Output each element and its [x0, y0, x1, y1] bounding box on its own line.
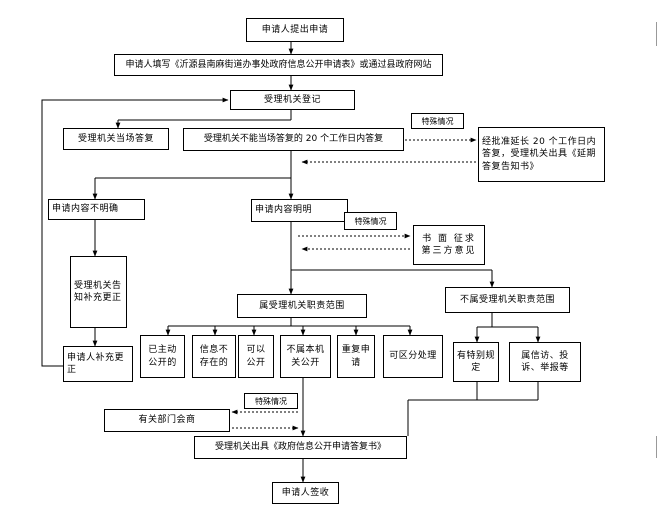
node-answer-20days: 受理机关不能当场答复的 20 个工作日内答复 — [183, 128, 404, 151]
node-published: 已主动公开的 — [140, 335, 185, 378]
node-apply: 申请人提出申请 — [246, 18, 344, 42]
node-register: 受理机关登记 — [230, 90, 355, 110]
node-third-party: 书 面 征求第三方意见 — [413, 225, 485, 265]
node-duplicate: 重复申请 — [337, 335, 375, 378]
note-special-case-extend: 特殊情况 — [411, 113, 464, 129]
note-special-case-consult: 特殊情况 — [244, 393, 298, 409]
node-can-publish: 可以公开 — [238, 335, 274, 378]
node-not-agency: 不属本机关公开 — [280, 335, 331, 378]
line-supplement-loop — [41, 97, 229, 367]
node-out-scope: 不属受理机关职责范围 — [445, 287, 570, 313]
node-extend: 经批准延长 20 个工作日内答复，受理机关出具《延期答复告知书》 — [478, 127, 605, 182]
page-edge-mark-top — [656, 22, 657, 46]
node-issue-reply: 受理机关出具《政府信息公开申请答复书》 — [194, 436, 407, 459]
node-special-out: 有特别规定 — [453, 342, 499, 382]
node-supplement: 申请人补充更正 — [63, 346, 133, 382]
node-notify-supplement: 受理机关告知补充更正 — [70, 256, 127, 328]
note-special-case-third-party: 特殊情况 — [344, 212, 397, 230]
node-not-exist: 信息不存在的 — [192, 335, 236, 378]
node-sign: 申请人签收 — [272, 482, 339, 504]
node-fill-form: 申请人填写《沂源县南麻街道办事处政府信息公开申请表》或通过县政府网站 — [114, 54, 443, 76]
node-clear: 申请内容明明 — [251, 199, 348, 222]
node-in-scope: 属受理机关职责范围 — [237, 294, 367, 318]
node-distinguish: 可区分处理 — [383, 335, 443, 378]
page-edge-mark-bottom — [656, 436, 657, 458]
node-unclear: 申请内容不明确 — [48, 199, 145, 220]
node-petition: 属信访、投诉、举报等 — [509, 342, 581, 382]
node-answer-spot: 受理机关当场答复 — [63, 128, 169, 150]
node-consult: 有关部门会商 — [104, 409, 230, 432]
